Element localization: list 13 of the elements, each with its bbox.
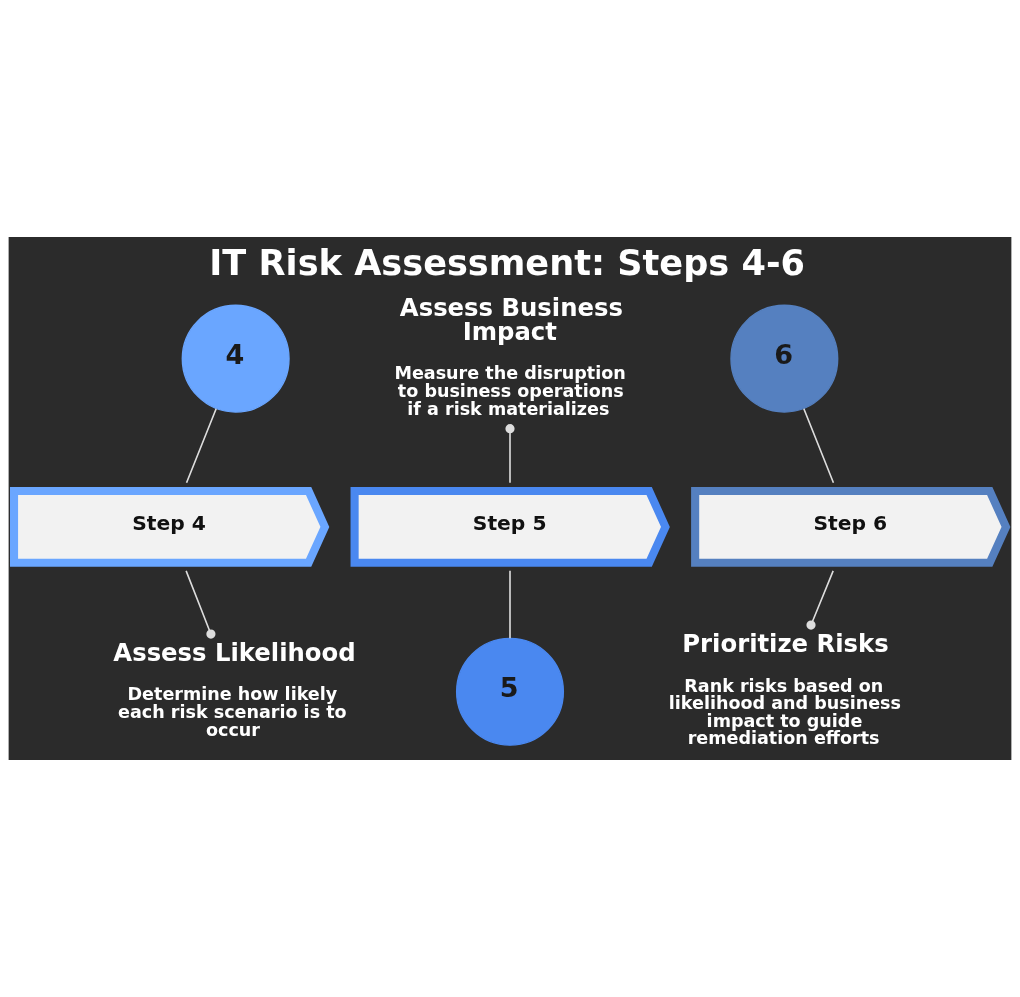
connector	[185, 407, 217, 484]
node-circle: 4	[181, 304, 290, 413]
node-circle: 6	[730, 304, 839, 413]
diagram-title: IT Risk Assessment: Steps 4-6	[209, 241, 805, 283]
node-text: Prioritize Risks Rank risks based on likelihood and business impact to guide remediation efforts	[668, 629, 902, 749]
node-circle: 5	[455, 637, 565, 746]
connector	[803, 407, 835, 484]
node-text: Assess Likelihood Determine how likely each risk scenario is to occur	[113, 638, 356, 740]
connector	[185, 570, 216, 639]
connector	[505, 424, 515, 484]
connector	[509, 570, 511, 640]
connector	[806, 570, 834, 630]
node-text: Assess Business Impact Measure the disruption to business operations if a risk materializes	[394, 292, 626, 419]
